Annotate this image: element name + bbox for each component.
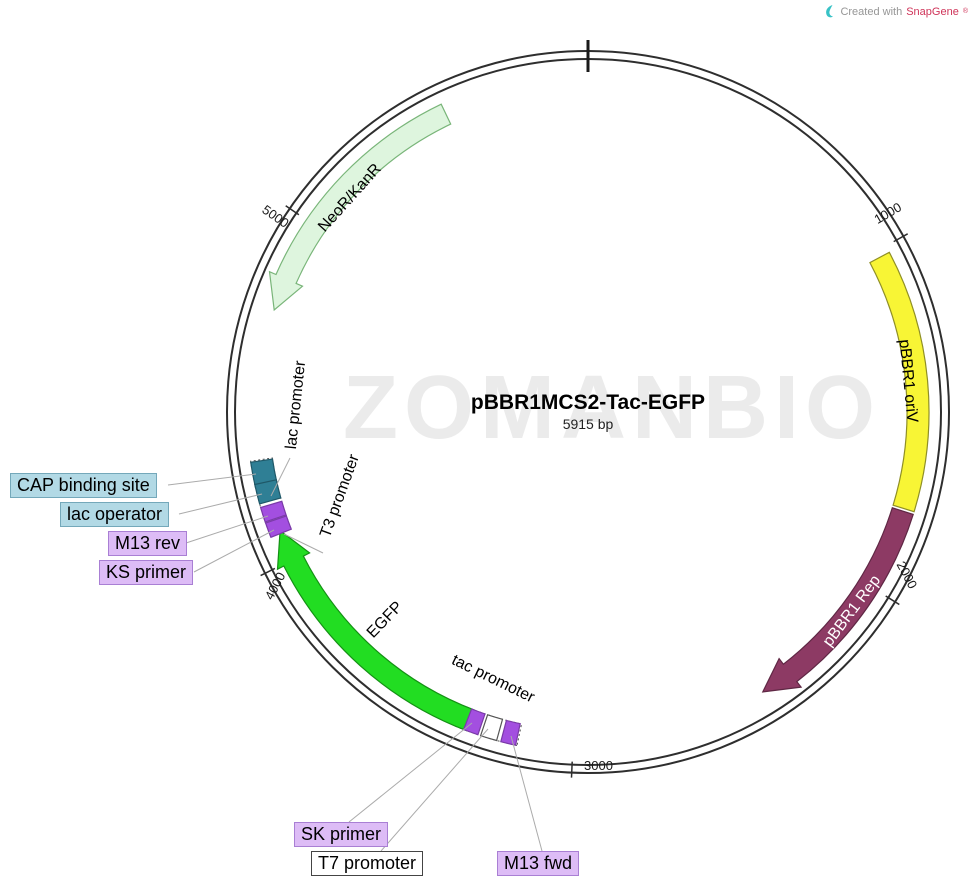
registered-mark: ®: [962, 8, 968, 15]
callout-lac-operator: lac operator: [60, 502, 170, 527]
leader-t3-promoter: [283, 533, 324, 554]
leader-m13-rev: [185, 515, 269, 544]
label-tac-promoter: tac promoter: [449, 652, 538, 707]
snapgene-icon: [826, 5, 834, 18]
feature-label-egfp: EGFP: [364, 598, 406, 641]
callout-ks-primer: KS primer: [99, 560, 194, 585]
map-features-group: [250, 103, 930, 778]
tick-label-3000: 3000: [584, 758, 613, 773]
credit-prefix: Created with: [840, 5, 903, 18]
callout-m13-rev: M13 rev: [108, 531, 188, 556]
feature-arc-pbbr1-oriv: [869, 251, 930, 513]
leader-ks-primer: [193, 529, 275, 573]
tick-mark-5000: [285, 205, 300, 216]
leader-lac-operator: [178, 493, 263, 515]
tick-mark-4000: [260, 567, 276, 577]
tick-mark-2000: [885, 595, 900, 606]
leader-lac-promoter: [270, 457, 291, 497]
tick-mark-3000: [570, 761, 573, 778]
callout-m13-fwd: M13 fwd: [497, 851, 580, 876]
leader-m13-fwd: [510, 735, 543, 852]
feature-arc-neor-kanr: [268, 103, 452, 312]
snapgene-credit: Created with SnapGene®: [825, 5, 968, 18]
small-feature-sk-primer: [462, 708, 486, 736]
label-t3-promoter: T3 promoter: [317, 452, 363, 540]
tick-label-1000: 1000: [871, 199, 904, 226]
plasmid-size: 5915 bp: [563, 416, 614, 432]
small-feature-m13-fwd: [500, 719, 521, 746]
credit-brand: SnapGene: [906, 5, 959, 18]
callout-t7-promoter: T7 promoter: [311, 851, 424, 876]
small-feature-lac-operator: [254, 479, 282, 505]
leader-sk-primer: [348, 722, 473, 823]
small-feature-t7-promoter: [479, 714, 504, 742]
leader-t7-promoter: [380, 728, 489, 852]
callout-sk-primer: SK primer: [294, 822, 389, 847]
leader-cap-binding-site: [167, 473, 257, 486]
feature-label-pbbr1-rep: pBBR1 Rep: [820, 572, 884, 650]
label-lac-promoter: lac promoter: [283, 359, 309, 450]
feature-arc-pbbr1-rep: [761, 507, 914, 693]
callout-cap-binding-site: CAP binding site: [10, 473, 157, 498]
plasmid-title: pBBR1MCS2-Tac-EGFP: [471, 391, 705, 414]
watermark-text: ZOMANBIO: [343, 358, 881, 458]
tick-mark-1000: [893, 233, 909, 243]
